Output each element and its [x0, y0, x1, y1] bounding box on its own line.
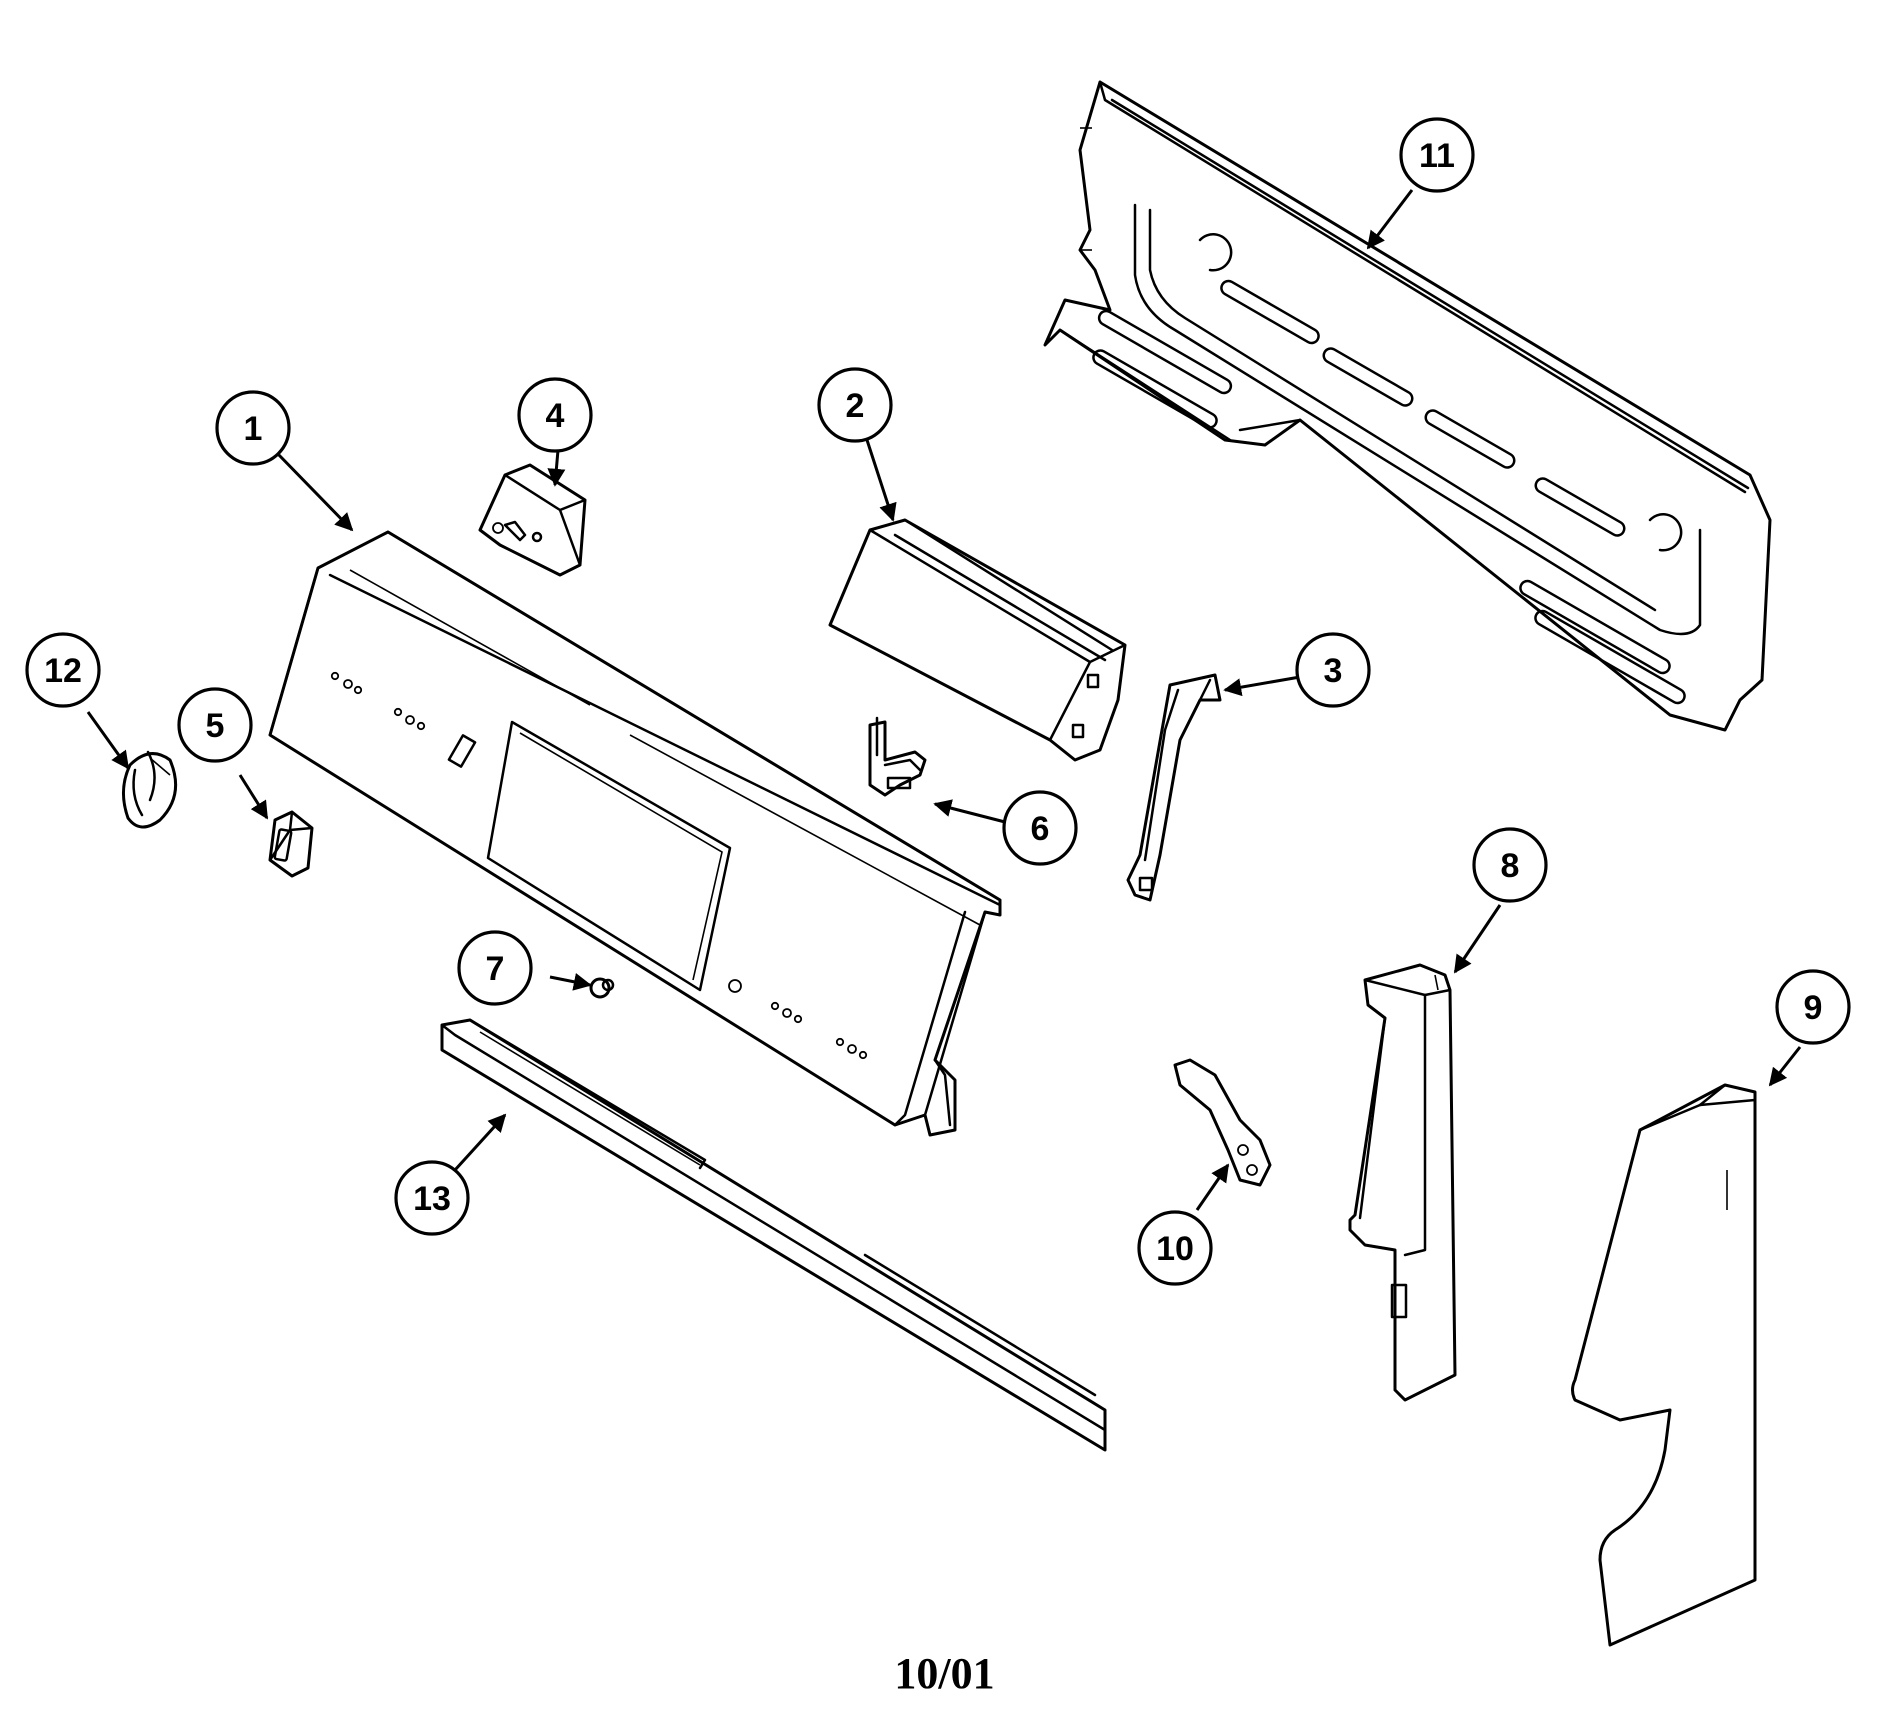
callout-9: 9 — [1775, 969, 1851, 1045]
part-2-electronic-control — [828, 518, 1127, 762]
callout-13: 13 — [394, 1160, 470, 1236]
callout-2: 2 — [817, 367, 893, 443]
part-11-rear-panel — [1043, 80, 1772, 732]
svg-text:1: 1 — [244, 410, 263, 448]
svg-text:4: 4 — [546, 397, 565, 435]
callout-3: 3 — [1295, 632, 1371, 708]
part-12-knob — [122, 750, 178, 829]
svg-text:2: 2 — [846, 387, 865, 425]
leader-lines — [86, 189, 1802, 1211]
svg-text:12: 12 — [44, 652, 82, 690]
svg-text:10: 10 — [1156, 1230, 1194, 1268]
part-4-switch-block — [478, 463, 587, 577]
svg-text:13: 13 — [413, 1180, 451, 1218]
part-10-bracket — [1173, 1058, 1272, 1187]
callout-7: 7 — [457, 930, 533, 1006]
callout-11: 11 — [1399, 117, 1475, 193]
date-code: 10/01 — [894, 1649, 995, 1698]
callout-10: 10 — [1137, 1210, 1213, 1286]
callout-1: 1 — [215, 390, 291, 466]
callout-4: 4 — [517, 377, 593, 453]
svg-text:5: 5 — [206, 707, 225, 745]
svg-text:7: 7 — [486, 950, 505, 988]
part-6-bracket-clip — [868, 716, 927, 797]
part-8-side-trim — [1348, 963, 1457, 1402]
part-3-side-bracket — [1126, 673, 1222, 902]
svg-text:3: 3 — [1324, 652, 1343, 690]
callout-12: 12 — [25, 632, 101, 708]
part-1-control-panel — [268, 530, 1002, 1137]
callout-8: 8 — [1472, 827, 1548, 903]
part-7-plug — [589, 977, 615, 999]
svg-text:6: 6 — [1031, 810, 1050, 848]
part-13-trim-strip — [440, 1018, 1107, 1452]
part-5-rocker-switch — [268, 810, 314, 878]
svg-text:8: 8 — [1501, 847, 1520, 885]
callout-5: 5 — [177, 687, 253, 763]
svg-text:11: 11 — [1419, 137, 1455, 175]
svg-text:9: 9 — [1804, 989, 1823, 1027]
part-9-end-panel — [1571, 1083, 1757, 1647]
callout-6: 6 — [1002, 790, 1078, 866]
